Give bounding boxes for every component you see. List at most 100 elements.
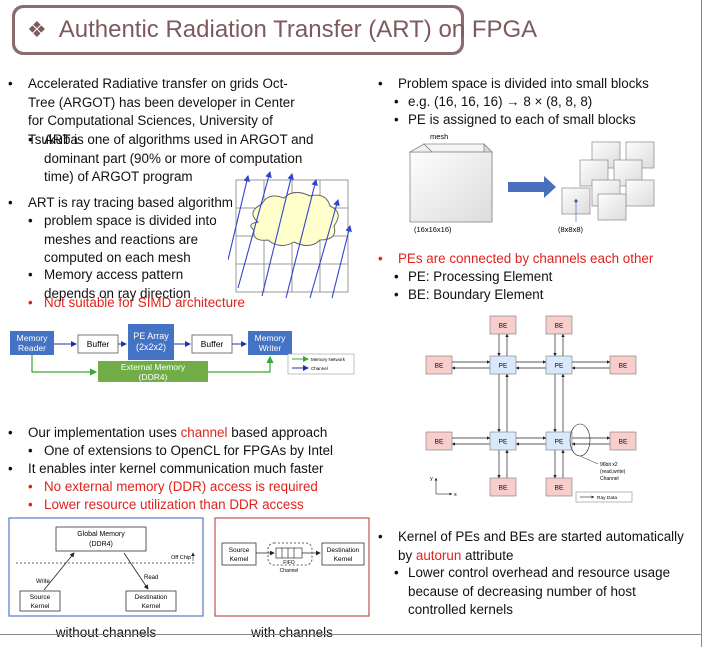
bullet-pe-channels-text: PEs are connected by channels each other — [398, 251, 654, 266]
be-node: BE — [489, 315, 517, 335]
global-memory-label-1: Global Memory — [77, 531, 125, 538]
pe-be-network-diagram: PE PE PE PE BE BE BE BE BE BE BE BE 96bit x2 (read,… — [425, 315, 637, 503]
off-chip-label: Off Chip — [171, 555, 191, 561]
be-node-label: BE — [499, 485, 508, 492]
bullet-memory-pattern: • Memory access pattern depends on ray d… — [28, 266, 228, 303]
bullet-be-def-text: BE: Boundary Element — [408, 287, 544, 302]
bullet-lower-overhead-text: Lower control overhead and resource usag… — [408, 565, 671, 617]
fifo-label: FIFO — [283, 560, 294, 566]
pipeline-diagram: Memory Reader Buffer PE Array (2x2x2) Bu… — [10, 324, 355, 382]
bullet-pe-assigned-text: PE is assigned to each of small blocks — [408, 112, 636, 127]
be-node-label: BE — [435, 439, 444, 446]
autorun-post: attribute — [461, 547, 514, 563]
pe-array-label-1: PE Array — [133, 331, 169, 341]
bullet-opencl-text: One of extensions to OpenCL for FPGAs by… — [44, 443, 334, 458]
bullet-pe-def: • PE: Processing Element — [394, 268, 694, 287]
bullet-opencl: • One of extensions to OpenCL for FPGAs … — [28, 442, 368, 461]
with-dest-label-1: Destination — [327, 547, 360, 554]
write-label: Write — [36, 579, 51, 585]
bullet-art-algo: • ART is one of algorithms used in ARGOT… — [28, 131, 318, 187]
channel-approach-pre: Our implementation uses — [28, 425, 181, 440]
bullet-simd: • Not suitable for SIMD architecture — [28, 294, 268, 313]
bullet-meshes-text: problem space is divided into meshes and… — [44, 213, 217, 265]
ray-data-label: Ray Data — [597, 495, 617, 501]
be-node: BE — [425, 431, 453, 451]
pe-node-label: PE — [555, 439, 564, 446]
be-node: BE — [489, 477, 517, 497]
mesh-size-label: (16x16x16) — [414, 225, 452, 234]
channel-keyword: channel — [180, 425, 228, 440]
pe-node: PE — [545, 355, 573, 375]
bullet-raytracing: • ART is ray tracing based algorithm — [8, 194, 238, 213]
be-node-label: BE — [619, 363, 628, 370]
bullet-inter-kernel: • It enables inter kernel communication … — [8, 460, 368, 479]
autorun-keyword: autorun — [415, 547, 462, 563]
bullet-no-ddr-text: No external memory (DDR) access is requi… — [44, 479, 318, 494]
be-node-label: BE — [499, 323, 508, 330]
channel-note: 96bit x2 (read,write) Channel — [569, 423, 626, 482]
pe-node: PE — [489, 355, 517, 375]
block-size-label: (8x8x8) — [558, 225, 584, 234]
pe-array-label-2: (2x2x2) — [136, 342, 166, 352]
with-source-label-1: Source — [229, 547, 250, 554]
legend-channel: Channel — [311, 366, 328, 371]
memory-writer-box: Memory Writer — [248, 331, 292, 355]
be-node-label: BE — [619, 439, 628, 446]
global-memory-label-2: (DDR4) — [89, 541, 113, 548]
axes-indicator: y x — [430, 476, 457, 498]
external-memory-box: External Memory (DDR4) — [98, 361, 208, 382]
bullet-memory-pattern-text: Memory access pattern depends on ray dir… — [44, 267, 191, 301]
axis-x-label: x — [454, 492, 457, 498]
with-dest-label-2: Kernel — [334, 556, 353, 563]
without-dest-label-2: Kernel — [142, 603, 161, 610]
ray-data-legend: Ray Data — [575, 491, 633, 503]
bullet-example: • e.g. (16, 16, 16) → 8 × (8, 8, 8) — [394, 93, 694, 112]
be-node-label: BE — [555, 485, 564, 492]
bullet-pe-def-text: PE: Processing Element — [408, 269, 553, 284]
be-node: BE — [545, 315, 573, 335]
external-memory-label-1: External Memory — [121, 362, 186, 372]
without-source-label-2: Kernel — [31, 603, 50, 610]
external-memory-label-2: (DDR4) — [139, 372, 168, 382]
without-source-label-1: Source — [30, 594, 51, 601]
bullet-argot: • Accelerated Radiative transfer on grid… — [8, 75, 308, 149]
buffer-label-2: Buffer — [201, 339, 224, 349]
be-node-label: BE — [555, 323, 564, 330]
channel-approach-post: based approach — [227, 425, 328, 440]
mesh-label: mesh — [430, 132, 448, 141]
memory-reader-label-2: Reader — [18, 343, 46, 353]
bullet-small-blocks-text: Problem space is divided into small bloc… — [398, 76, 649, 91]
channel-note-line-1: 96bit x2 — [600, 462, 618, 468]
pe-node: PE — [545, 431, 573, 451]
bullet-example-text: e.g. (16, 16, 16) → 8 × (8, 8, 8) — [408, 94, 593, 109]
bullet-lower-resource: • Lower resource utilization than DDR ac… — [28, 496, 368, 515]
ray-tracing-grid-diagram — [228, 170, 352, 299]
autorun-pre: Kernel of PEs and BEs are started automa… — [398, 529, 684, 563]
bullet-lower-resource-text: Lower resource utilization than DDR acce… — [44, 497, 304, 512]
be-node: BE — [425, 355, 453, 375]
pipeline-legend: Memory Network Channel — [287, 353, 355, 375]
buffer-box-2: Buffer — [191, 334, 233, 354]
pe-node: PE — [489, 431, 517, 451]
legend-memory-network: Memory Network — [311, 357, 346, 362]
channel-label: Channel — [280, 568, 299, 574]
without-channels-diagram: Global Memory (DDR4) Off Chip Source Ker… — [8, 517, 204, 617]
diamond-bullet-icon: ❖ — [27, 17, 47, 42]
be-node: BE — [609, 355, 637, 375]
bullet-channel-approach: • Our implementation uses channel based … — [8, 425, 328, 440]
bullet-small-blocks: • Problem space is divided into small bl… — [378, 75, 698, 94]
slide-title: Authentic Radiation Transfer (ART) on FP… — [58, 16, 538, 43]
pe-node-label: PE — [555, 363, 564, 370]
bullet-pe-channels: • PEs are connected by channels each oth… — [378, 250, 698, 269]
be-node-label: BE — [435, 363, 444, 370]
memory-writer-label-2: Writer — [259, 343, 282, 353]
memory-writer-label-1: Memory — [255, 333, 286, 343]
bullet-art-algo-text: ART is one of algorithms used in ARGOT a… — [44, 132, 314, 184]
bullet-raytracing-text: ART is ray tracing based algorithm — [28, 195, 233, 210]
slide-bottom-border — [0, 634, 702, 635]
without-channels-caption: without channels — [55, 625, 157, 640]
pe-node-label: PE — [499, 439, 508, 446]
bullet-no-ddr: • No external memory (DDR) access is req… — [28, 478, 368, 497]
channel-note-line-2: (read,write) — [600, 469, 626, 475]
memory-reader-box: Memory Reader — [10, 331, 54, 355]
